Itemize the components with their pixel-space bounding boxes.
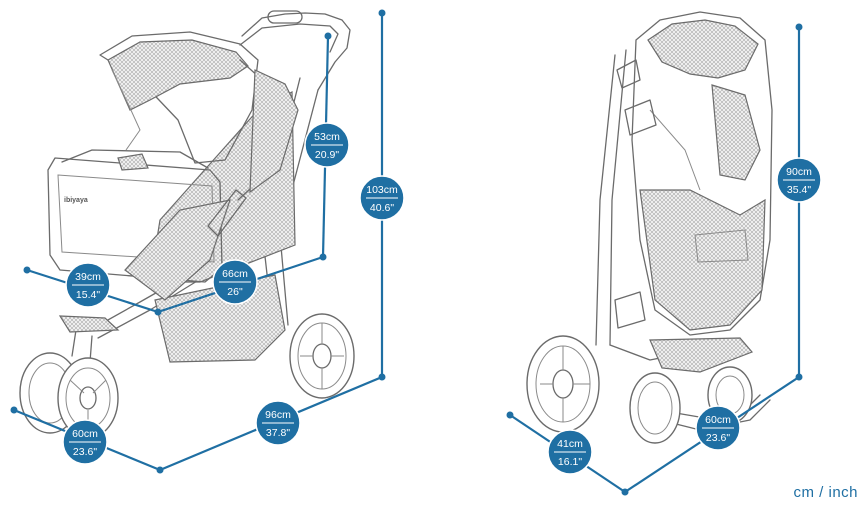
badge-folded-depth-inch: 16.1": [558, 456, 582, 468]
frame-hinge-icon: [207, 189, 247, 237]
badge-seat-width-cm: 39cm: [75, 271, 101, 283]
badge-height-cm: 103cm: [366, 184, 398, 196]
badge-length: 96cm 37.8": [255, 400, 301, 446]
badge-folded-width-inch: 23.6": [706, 432, 730, 444]
badge-folded-width: 60cm 23.6": [695, 405, 741, 451]
handle-grip-icon: [267, 10, 303, 24]
brand-logo: ibiyaya: [64, 197, 88, 204]
badge-length-cm: 96cm: [265, 409, 291, 421]
badge-folded-height: 90cm 35.4": [776, 157, 822, 203]
badge-folded-height-cm: 90cm: [786, 166, 812, 178]
badge-base-length: 66cm 26": [212, 259, 258, 305]
badge-width-inch: 23.6": [73, 446, 97, 458]
folded-stroller-illustration: [526, 11, 773, 444]
badge-base-length-inch: 26": [227, 286, 243, 298]
badge-folded-height-inch: 35.4": [787, 184, 811, 196]
badge-length-inch: 37.8": [266, 427, 290, 439]
badge-width-cm: 60cm: [72, 428, 98, 440]
front-wheels-icon: [19, 329, 119, 439]
folded-front-wheel-icon: [629, 372, 681, 444]
unit-label: cm / inch: [793, 484, 858, 501]
badge-folded-depth: 41cm 16.1": [547, 429, 593, 475]
folded-canopy: [631, 11, 773, 336]
badge-handle-depth-cm: 53cm: [314, 131, 340, 143]
badge-seat-width: 39cm 15.4": [65, 262, 111, 308]
badge-folded-width-cm: 60cm: [705, 414, 731, 426]
badge-handle-depth-inch: 20.9": [315, 149, 339, 161]
open-stroller-illustration: ibiyaya: [19, 10, 355, 439]
badge-width: 60cm 23.6": [62, 419, 108, 465]
badge-handle-depth: 53cm 20.9": [304, 122, 350, 168]
rear-wheel-icon: [289, 313, 355, 399]
badge-seat-width-inch: 15.4": [76, 289, 100, 301]
badge-folded-depth-cm: 41cm: [557, 438, 583, 450]
canopy: [99, 31, 259, 164]
badge-height: 103cm 40.6": [359, 175, 405, 221]
folded-rear-wheel-icon: [526, 335, 600, 433]
badge-base-length-cm: 66cm: [222, 268, 248, 280]
badge-height-inch: 40.6": [370, 202, 394, 214]
